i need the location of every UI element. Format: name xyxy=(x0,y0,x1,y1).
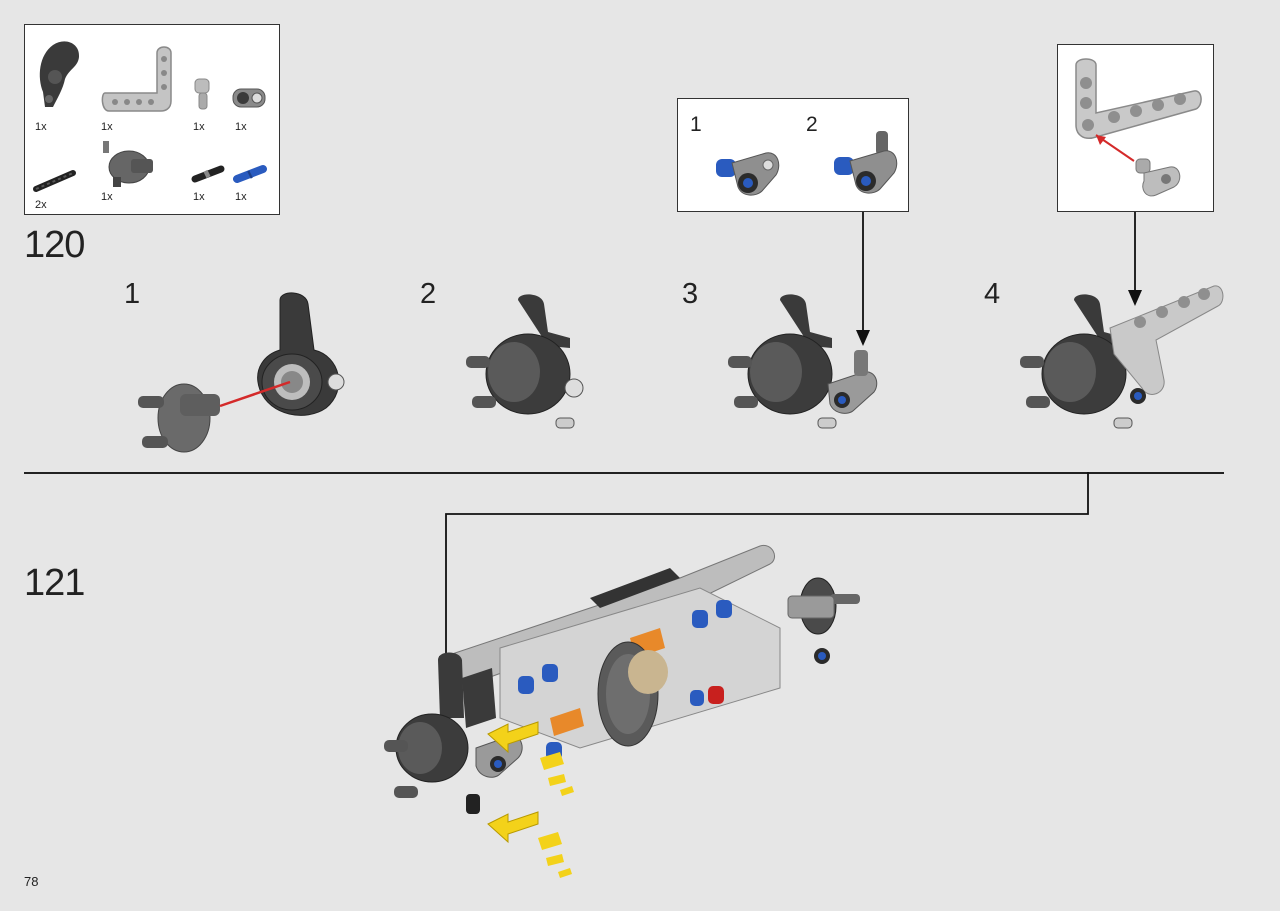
qty-axle: 2x xyxy=(35,199,47,211)
page-number: 78 xyxy=(24,874,39,889)
step-number-120: 120 xyxy=(24,224,85,266)
qty-pin-connector: 1x xyxy=(193,121,205,133)
callout-assembly-2 xyxy=(834,131,898,194)
step-divider xyxy=(24,472,1224,474)
qty-hub-bracket: 1x xyxy=(35,121,47,133)
qty-l-beam: 1x xyxy=(101,121,113,133)
substep-1-label: 1 xyxy=(124,278,141,310)
step-number-121: 121 xyxy=(24,562,85,604)
axle-connector-part xyxy=(232,88,266,108)
callout-box-beam-assembly xyxy=(1057,44,1214,212)
qty-blue-axle-pin: 1x xyxy=(235,191,247,203)
hub-bracket-part xyxy=(39,41,80,107)
wheel-hub-part xyxy=(103,141,153,187)
callout-label-2: 2 xyxy=(806,113,818,136)
substep-2-assembly xyxy=(466,294,584,429)
qty-wheel-hub: 1x xyxy=(101,191,113,203)
axle-part xyxy=(33,170,76,192)
substep-4-assembly xyxy=(1020,285,1224,429)
parts-list-box: 1x 1x 1x 1x 2x 1x 1x xyxy=(24,24,280,215)
callout-arrow-substep-3 xyxy=(856,212,870,346)
qty-black-axle-pin: 1x xyxy=(193,191,205,203)
callout-label-1: 1 xyxy=(690,113,702,136)
black-axle-pin-part xyxy=(191,165,225,183)
substep-2-label: 2 xyxy=(420,278,437,310)
callout-assembly-1 xyxy=(716,152,780,196)
blue-axle-pin-part xyxy=(233,165,267,183)
substep-4-label: 4 xyxy=(984,278,1001,310)
substep-3-label: 3 xyxy=(682,278,699,310)
qty-axle-connector: 1x xyxy=(235,121,247,133)
substep-3-assembly xyxy=(728,294,878,429)
callout-beam-assembly xyxy=(1075,58,1202,197)
callout-box-pin-assembly: 1 2 xyxy=(677,98,909,212)
pin-connector-part xyxy=(194,78,210,110)
callout-arrow-substep-4 xyxy=(1128,212,1142,306)
substep-1-assembly xyxy=(138,292,345,453)
l-beam-part xyxy=(101,46,172,112)
step-121-assembly xyxy=(384,544,860,878)
